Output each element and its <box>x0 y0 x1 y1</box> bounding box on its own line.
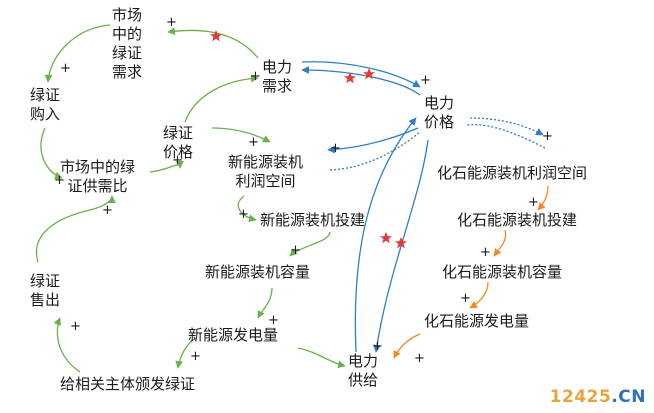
polarity-sign: + <box>420 73 431 88</box>
watermark-suffix: .CN <box>611 387 646 407</box>
link-power-price-to-power-demand <box>301 66 421 96</box>
delay-marker-3 <box>363 68 375 80</box>
link-power-price-to-fossil-profit <box>469 117 544 136</box>
polarity-sign: + <box>102 203 113 218</box>
polarity-sign: + <box>372 339 383 354</box>
delay-marker-4 <box>380 232 392 244</box>
watermark-logo: 12425.CN <box>550 387 646 407</box>
link-renew-invest-to-capacity <box>289 231 331 257</box>
node-renew-gen: 新能源发电量 <box>188 326 279 344</box>
node-market-green-demand: 市场 中的 绿证 需求 <box>112 6 143 81</box>
link-renew-gen-to-supply <box>297 347 346 369</box>
link-fossil-profit-dotted <box>465 123 546 149</box>
node-green-price: 绿证 价格 <box>163 124 194 161</box>
polarity-sign: + <box>268 313 279 328</box>
link-ratio-to-green-price <box>149 160 184 173</box>
node-fossil-capacity: 化石能源装机容量 <box>442 263 563 281</box>
polarity-sign: + <box>54 173 65 188</box>
node-power-price: 电力 价格 <box>424 94 455 131</box>
node-fossil-invest: 化石能源装机投建 <box>457 211 578 229</box>
node-renew-capacity: 新能源装机容量 <box>205 263 311 281</box>
node-renew-profit: 新能源装机 利润空间 <box>228 153 304 190</box>
link-power-demand-to-power-price <box>301 61 421 88</box>
link-renew-gen-to-issue <box>175 337 197 369</box>
link-green-price-to-renew-profit <box>211 127 271 143</box>
polarity-sign: + <box>528 195 539 210</box>
polarity-sign: + <box>190 349 201 364</box>
node-issue-cert: 给相关主体颁发绿证 <box>60 375 196 393</box>
link-green-sold-to-ratio <box>35 195 116 263</box>
link-renew-capacity-to-gen <box>257 287 273 319</box>
node-power-demand: 电力 需求 <box>262 58 293 95</box>
link-renew-profit-dotted <box>329 131 421 171</box>
link-fossil-invest-to-capacity <box>493 229 507 257</box>
link-power-price-to-renew-profit <box>327 127 419 154</box>
link-fossil-profit-to-invest <box>537 185 549 211</box>
node-fossil-gen: 化石能源发电量 <box>424 312 530 330</box>
polarity-sign: + <box>330 141 341 156</box>
node-renew-invest: 新能源装机投建 <box>260 211 366 229</box>
delay-marker-5 <box>395 237 407 249</box>
polarity-sign: + <box>60 61 71 76</box>
polarity-sign: + <box>70 319 81 334</box>
polarity-sign: + <box>414 351 425 366</box>
polarity-sign: + <box>166 15 177 30</box>
link-renew-profit-to-invest <box>237 195 257 223</box>
watermark-digits: 12425 <box>549 387 612 407</box>
link-market-demand-to-green-purchase <box>44 24 111 83</box>
node-green-purchase: 绿证 购入 <box>30 86 61 123</box>
node-power-supply: 电力 供给 <box>348 352 379 389</box>
delay-marker-2 <box>344 72 356 84</box>
link-supply-to-power-price <box>354 117 417 353</box>
polarity-sign: + <box>290 243 301 258</box>
link-green-price-to-power-demand <box>184 74 259 123</box>
link-fossil-gen-to-supply <box>393 333 421 359</box>
polarity-sign: + <box>172 153 183 168</box>
polarity-sign: + <box>238 207 249 222</box>
polarity-sign: + <box>542 129 553 144</box>
delay-marker-1 <box>210 30 222 42</box>
link-issue-to-green-sold <box>53 317 81 373</box>
polarity-sign: + <box>250 69 261 84</box>
polarity-sign: + <box>248 135 259 150</box>
node-market-ratio: 市场中的绿 证供需比 <box>60 158 136 195</box>
node-green-sold: 绿证 售出 <box>30 272 61 309</box>
link-power-price-to-supply <box>373 139 429 353</box>
polarity-sign: + <box>480 245 491 260</box>
node-fossil-profit: 化石能源装机利润空间 <box>437 164 588 182</box>
polarity-sign: + <box>460 291 471 306</box>
link-fossil-capacity-to-gen <box>469 281 489 309</box>
link-green-purchase-to-ratio <box>40 127 63 180</box>
